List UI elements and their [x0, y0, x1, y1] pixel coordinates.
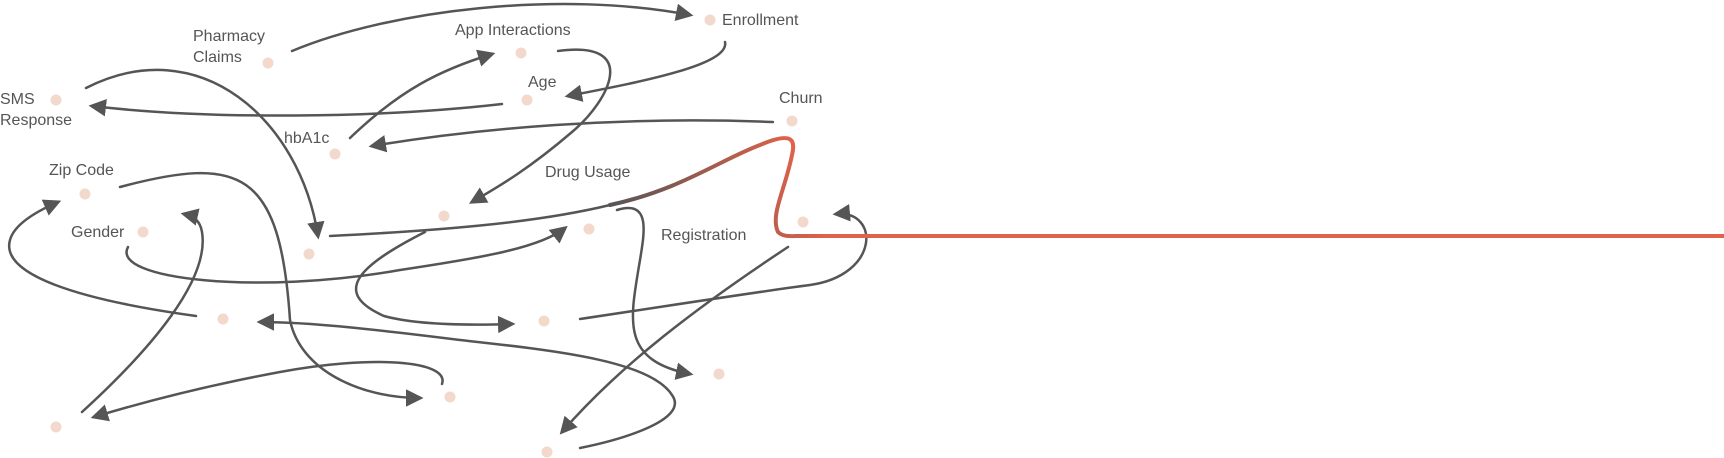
node-dot-drug-usage[interactable] [583, 223, 595, 235]
label-app-interactions: App Interactions [455, 22, 571, 39]
highlighted-path-churn [608, 136, 1724, 239]
edge-pharmacy-to-enrollment [290, 2, 694, 53]
edge-enrollment-to-age [564, 40, 727, 102]
node-dot-unlabeled-2[interactable] [303, 248, 315, 260]
node-dot-unlabeled-8[interactable] [541, 446, 553, 458]
node-dot-app-interactions[interactable] [515, 47, 527, 59]
node-dot-pharmacy-claims[interactable] [262, 57, 274, 69]
edge-zip-to-node [118, 171, 424, 407]
node-dot-unlabeled-4[interactable] [538, 315, 550, 327]
label-zip-code: Zip Code [49, 162, 114, 179]
node-dot-enrollment[interactable] [704, 14, 716, 26]
node-dot-unlabeled-1[interactable] [438, 210, 450, 222]
label-gender: Gender [71, 224, 125, 241]
node-dot-churn[interactable] [786, 115, 798, 127]
node-dot-zip-code[interactable] [79, 188, 91, 200]
node-dot-unlabeled-5[interactable] [713, 368, 725, 380]
edge-sms-to-node [84, 68, 325, 240]
edge-node-to-zipcode [7, 199, 198, 318]
label-drug-usage: Drug Usage [545, 164, 631, 181]
edge-node-to-sw [90, 360, 444, 422]
node-dot-unlabeled-3[interactable] [217, 313, 229, 325]
edge-registration-to-node [559, 245, 790, 435]
node-dot-registration[interactable] [797, 216, 809, 228]
edge-age-to-sms [88, 98, 504, 117]
label-registration: Registration [661, 227, 747, 244]
edge-gender-to-drugusage [125, 225, 568, 284]
node-group [50, 14, 809, 458]
edge-drug-to-node [615, 206, 694, 380]
node-dot-gender[interactable] [137, 226, 149, 238]
node-dot-unlabeled-6[interactable] [444, 391, 456, 403]
label-hba1c: hbA1c [284, 130, 330, 147]
label-churn: Churn [779, 90, 823, 107]
label-age: Age [528, 74, 557, 91]
node-dot-sms-response[interactable] [50, 94, 62, 106]
edge-app-to-node [468, 48, 612, 204]
edge-node-to-registration [578, 204, 868, 321]
label-pharmacy-claims: Pharmacy Claims [193, 28, 266, 66]
edge-node-to-drugusage-long [328, 203, 612, 238]
node-dot-hba1c[interactable] [329, 148, 341, 160]
edge-node-to-drug [354, 230, 516, 334]
label-enrollment: Enrollment [722, 12, 799, 29]
edge-group [7, 2, 868, 450]
edge-bottom-to-node [256, 313, 676, 450]
edge-churn-to-hba1c [368, 119, 775, 153]
label-sms-response: SMS Response [0, 91, 73, 129]
node-dot-unlabeled-7[interactable] [50, 421, 62, 433]
edge-node-to-gender [80, 208, 204, 414]
node-dot-age[interactable] [521, 94, 533, 106]
edge-hba1c-to-app [348, 49, 496, 140]
